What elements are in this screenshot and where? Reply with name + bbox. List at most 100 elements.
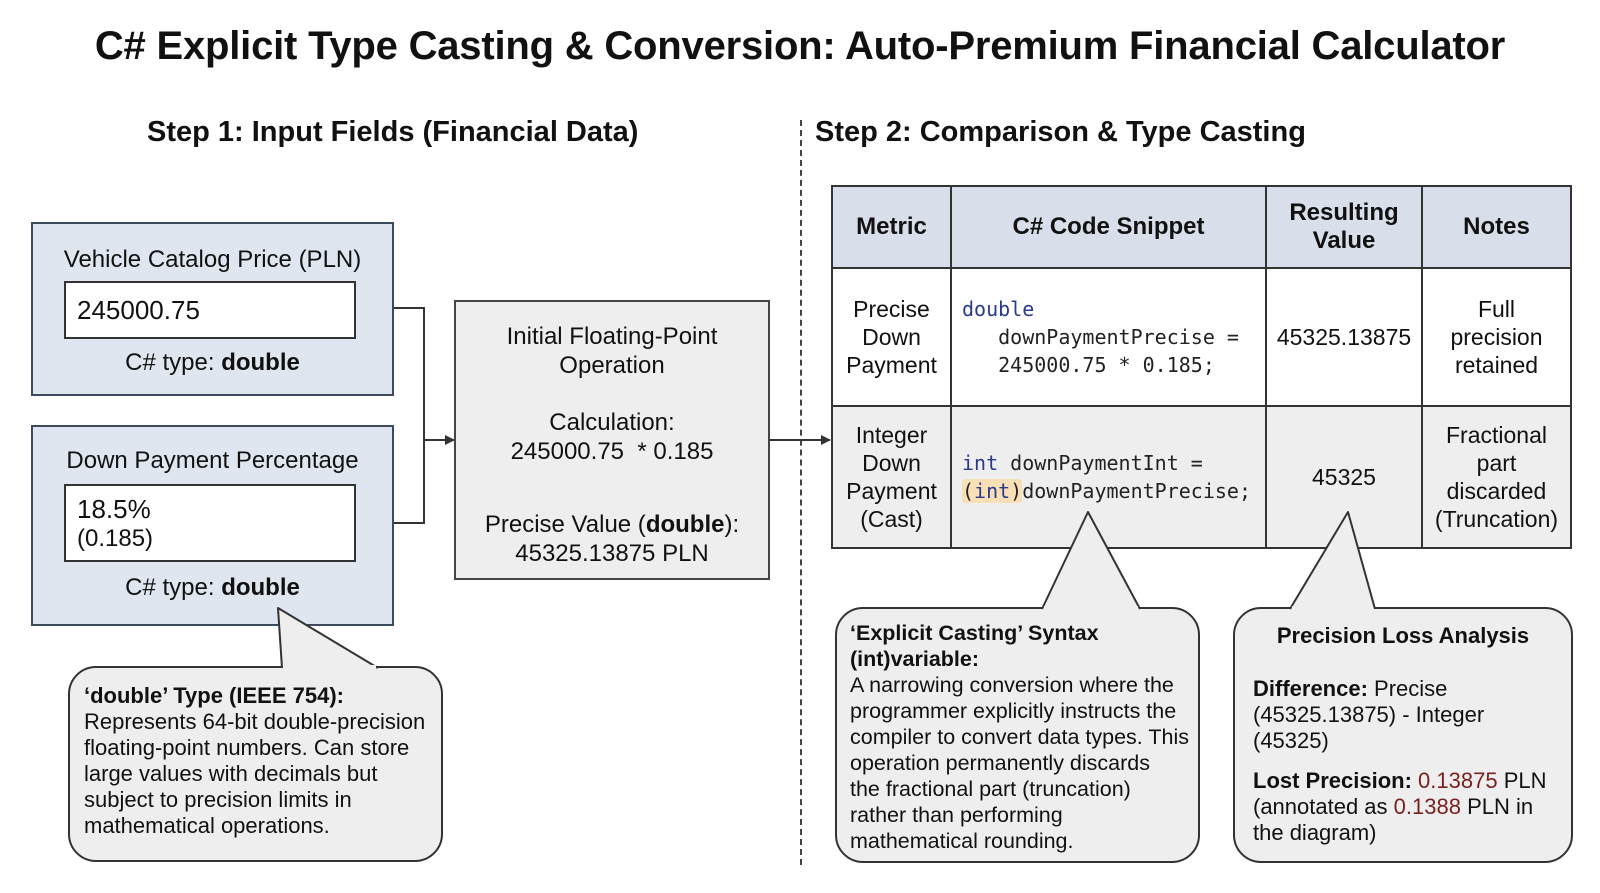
explicit-casting-callout-text: ‘Explicit Casting’ Syntax (int)variable:…	[850, 620, 1189, 854]
row2-metric-2: Down	[862, 450, 921, 476]
annot-value: 0.1388	[1393, 794, 1461, 819]
cast-callout-title: ‘Explicit Casting’ Syntax	[850, 621, 1099, 645]
calculation-label: Calculation:	[549, 409, 675, 436]
header-result-2: Value	[1312, 227, 1376, 254]
cast-callout-line: mathematical rounding.	[850, 829, 1074, 853]
double-type-callout: ‘double’ Type (IEEE 754): Represents 64-…	[68, 666, 443, 862]
down-payment-value: 18.5%	[77, 494, 151, 524]
precise-value: 45325.13875 PLN	[515, 540, 709, 567]
header-notes: Notes	[1421, 185, 1572, 269]
cast-callout-line: operation permanently discards	[850, 751, 1150, 775]
row2-code: int downPaymentInt =(int)downPaymentPrec…	[950, 405, 1267, 549]
explicit-casting-callout: ‘Explicit Casting’ Syntax (int)variable:…	[835, 607, 1200, 863]
precise-value-label: Precise Value (double):	[456, 510, 768, 539]
row1-code-block: double downPaymentPrecise = 245000.75 * …	[962, 295, 1265, 379]
price-input[interactable]: 245000.75	[64, 281, 356, 339]
lost-unit: PLN	[1497, 768, 1547, 793]
cast-callout-line: compiler to convert data types. This	[850, 725, 1189, 749]
double-callout-line: floating-point numbers. Can store	[84, 735, 410, 760]
row2-code-keyword: int	[962, 451, 999, 475]
row2-notes: Fractional part discarded (Truncation)	[1421, 405, 1572, 549]
down-payment-type: C# type: double	[33, 574, 392, 602]
precision-loss-title: Precision Loss Analysis	[1276, 623, 1530, 648]
double-callout-line: subject to precision limits in	[84, 787, 352, 812]
precision-loss-difference: Difference: Precise (45325.13875) - Inte…	[1253, 676, 1484, 754]
down-type-name: double	[221, 574, 300, 601]
cast-highlight: (int)	[962, 479, 1023, 503]
precision-loss-lost: Lost Precision: 0.13875 PLN (annotated a…	[1253, 768, 1547, 846]
operation-title-2: Operation	[559, 352, 665, 379]
price-type-name: double	[221, 349, 300, 376]
cast-callout-line: the fractional part (truncation)	[850, 777, 1131, 801]
page-title: C# Explicit Type Casting & Conversion: A…	[94, 24, 1506, 68]
cast-close: )	[1010, 479, 1023, 503]
cast-open: (	[962, 479, 975, 503]
table-row: Integer Down Payment (Cast) int downPaym…	[831, 405, 1572, 549]
price-type: C# type: double	[33, 349, 392, 377]
annot-unit: PLN	[1460, 794, 1510, 819]
operation-title-1: Initial Floating-Point	[506, 323, 718, 350]
cast-keyword: int	[974, 479, 1011, 503]
double-callout-line: large values with decimals but	[84, 761, 378, 786]
annot-prefix: (annotated as	[1253, 794, 1394, 819]
header-metric: Metric	[831, 185, 952, 269]
row2-notes-1: Fractional	[1446, 422, 1547, 448]
double-callout-title: ‘double’ Type (IEEE 754):	[84, 683, 344, 708]
row1-metric-2: Down	[862, 324, 921, 350]
row1-metric-3: Payment	[846, 352, 937, 378]
down-payment-decimal: (0.185)	[77, 525, 154, 552]
row2-metric: Integer Down Payment (Cast)	[831, 405, 952, 549]
cast-callout-line: programmer explicitly instructs the	[850, 699, 1177, 723]
row2-metric-1: Integer	[855, 422, 928, 448]
header-result-1: Resulting	[1289, 199, 1399, 226]
precise-type: double	[645, 511, 725, 538]
row1-notes-3: retained	[1454, 352, 1539, 378]
price-type-prefix: C# type:	[125, 349, 222, 376]
precise-suffix: ):	[724, 511, 740, 538]
cast-callout-syntax: (int)variable:	[850, 647, 980, 671]
difference-line2: (45325.13875) - Integer	[1253, 702, 1485, 727]
difference-label: Difference:	[1253, 676, 1368, 701]
connector-price	[393, 307, 425, 524]
down-payment-label: Down Payment Percentage	[66, 447, 359, 474]
lost-value: 0.13875	[1418, 768, 1498, 793]
row1-code-line3: 245000.75 * 0.185;	[962, 353, 1215, 377]
row1-notes-1: Full	[1477, 296, 1516, 322]
precise-prefix: Precise Value (	[484, 511, 646, 538]
table-row: Precise Down Payment double downPaymentP…	[831, 267, 1572, 407]
row2-notes-2: part	[1476, 450, 1517, 476]
row1-metric-1: Precise	[853, 296, 930, 322]
operation-box: Initial Floating-Point Operation Calcula…	[454, 300, 770, 580]
row1-code: double downPaymentPrecise = 245000.75 * …	[950, 267, 1267, 407]
row1-metric: Precise Down Payment	[831, 267, 952, 407]
down-payment-input[interactable]: 18.5% (0.185)	[64, 484, 356, 562]
row1-value: 45325.13875	[1265, 267, 1423, 407]
difference-line1: Precise	[1367, 676, 1448, 701]
row2-code-line2: downPaymentPrecise;	[1022, 479, 1251, 503]
row1-notes-2: precision	[1450, 324, 1543, 350]
down-payment-panel: Down Payment Percentage 18.5% (0.185) C#…	[31, 425, 394, 626]
double-callout-line: mathematical operations.	[84, 813, 330, 838]
cast-callout-line: rather than performing	[850, 803, 1063, 827]
down-type-prefix: C# type:	[125, 574, 222, 601]
lost-label: Lost Precision:	[1253, 768, 1412, 793]
row2-code-line1: downPaymentInt =	[998, 451, 1203, 475]
row2-notes-4: (Truncation)	[1434, 506, 1559, 532]
row2-value: 45325	[1265, 405, 1423, 549]
row1-code-keyword: double	[962, 297, 1035, 321]
row2-notes-3: discarded	[1446, 478, 1547, 504]
row1-notes: Full precision retained	[1421, 267, 1572, 407]
annot-suffix: in	[1509, 794, 1534, 819]
section-divider	[800, 120, 802, 865]
row2-metric-3: Payment	[846, 478, 937, 504]
row1-code-line2: downPaymentPrecise =	[962, 325, 1239, 349]
double-callout-line: Represents 64-bit double-precision	[84, 709, 426, 734]
header-code: C# Code Snippet	[950, 185, 1267, 269]
calculation-expression: 245000.75 * 0.185	[510, 438, 714, 465]
step1-heading: Step 1: Input Fields (Financial Data)	[147, 116, 639, 148]
precision-loss-callout: Precision Loss Analysis Difference: Prec…	[1233, 607, 1573, 863]
cast-callout-line: A narrowing conversion where the	[850, 673, 1174, 697]
